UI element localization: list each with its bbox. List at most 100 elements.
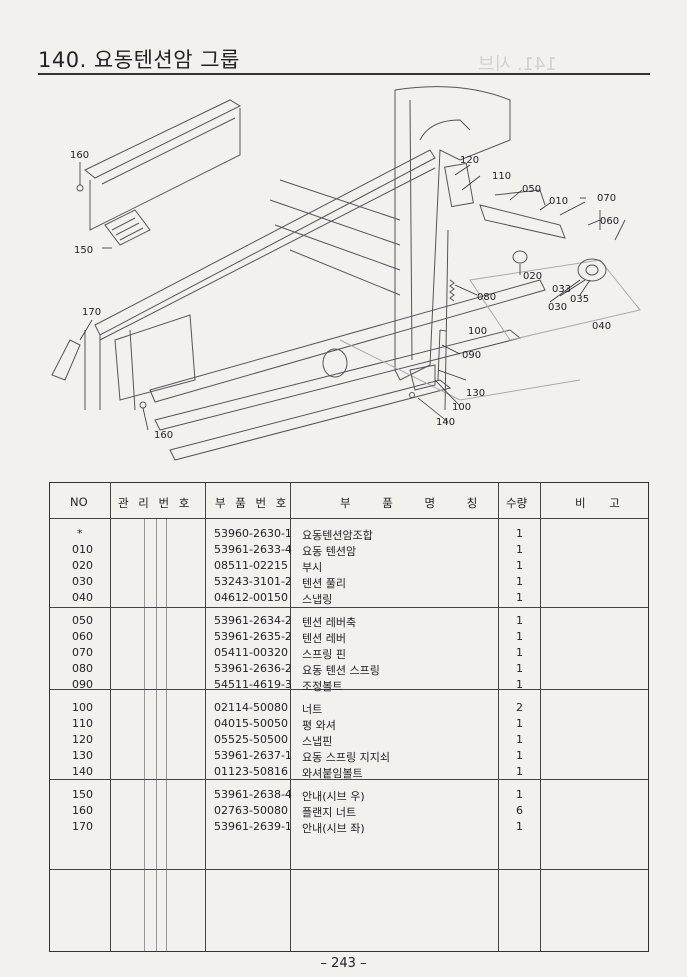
parts-table: NO 관 리 번 호 부 품 번 호 부 품 명 칭 수량 비 고 * 5396… <box>49 482 649 952</box>
bleed-through-text: 141. 시브 <box>478 54 557 75</box>
callout-060: 060 <box>600 216 619 227</box>
callout-100-bottom: 100 <box>452 402 471 413</box>
callout-070: 070 <box>597 193 616 204</box>
tension-spring <box>449 279 455 302</box>
row-name: 요동 스프링 지지쇠 <box>302 751 390 764</box>
page-number: – 243 – <box>320 956 367 971</box>
row-qty: 1 <box>516 614 523 627</box>
row-part: 53961-2638-4 <box>214 788 292 801</box>
callout-170: 170 <box>82 307 101 318</box>
row-name: 안내(시브 좌) <box>302 822 365 835</box>
row-part: 01123-50816 <box>214 765 288 778</box>
header-part-name: 부 품 명 칭 <box>340 496 492 510</box>
row-qty: 1 <box>516 820 523 833</box>
row-qty: 1 <box>516 733 523 746</box>
row-no: 150 <box>72 788 93 801</box>
exploded-parts-diagram: 160 150 170 160 120 110 050 010 070 060 … <box>51 86 641 461</box>
row-no: 170 <box>72 820 93 833</box>
callout-140: 140 <box>436 417 455 428</box>
callout-080: 080 <box>477 292 496 303</box>
row-qty: 6 <box>516 804 523 817</box>
guide-left <box>51 339 81 381</box>
tension-pulley <box>577 258 607 282</box>
callout-020: 020 <box>523 271 542 282</box>
header-no: NO <box>70 495 88 509</box>
row-no: 100 <box>72 701 93 714</box>
header-remark: 비 고 <box>575 496 630 510</box>
callout-160-bottom: 160 <box>154 430 173 441</box>
row-qty: 1 <box>516 788 523 801</box>
lower-rail <box>149 279 546 403</box>
row-part: 05525-50500 <box>214 733 288 746</box>
row-no: 030 <box>72 575 93 588</box>
row-no: 020 <box>72 559 93 572</box>
row-name: 플랜지 너트 <box>302 806 357 819</box>
row-part: 05411-00320 <box>214 646 288 659</box>
row-part: 53961-2634-2 <box>214 614 292 627</box>
row-name: 평 와셔 <box>302 719 336 732</box>
row-no: 130 <box>72 749 93 762</box>
row-name: 와셔붙임볼트 <box>302 767 363 780</box>
row-part: 04015-50050 <box>214 717 288 730</box>
row-name: 요동 텐션암 <box>302 545 357 558</box>
row-part: 02763-50080 <box>214 804 288 817</box>
row-name: 텐션 풀리 <box>302 577 346 590</box>
callout-090: 090 <box>462 350 481 361</box>
row-part: 53960-2630-1 <box>214 527 292 540</box>
row-no: 090 <box>72 678 93 691</box>
row-no: 070 <box>72 646 93 659</box>
row-qty: 1 <box>516 591 523 604</box>
row-name: 스냅링 <box>302 593 333 606</box>
row-qty: 1 <box>516 678 523 691</box>
row-part: 02114-50080 <box>214 701 288 714</box>
row-no: 110 <box>72 717 93 730</box>
row-qty: 1 <box>516 662 523 675</box>
row-part: 53961-2637-1 <box>214 749 292 762</box>
main-housing <box>394 86 511 381</box>
tension-arm <box>479 204 566 239</box>
callout-035: 035 <box>570 294 589 305</box>
row-part: 53961-2639-1 <box>214 820 292 833</box>
callout-050: 050 <box>522 184 541 195</box>
callout-130: 130 <box>466 388 485 399</box>
row-qty: 1 <box>516 527 523 540</box>
row-qty: 1 <box>516 646 523 659</box>
row-qty: 1 <box>516 630 523 643</box>
row-no: 040 <box>72 591 93 604</box>
row-part: 04612-00150 <box>214 591 288 604</box>
row-name: 요동 텐션 스프링 <box>302 664 380 677</box>
row-name: 부시 <box>302 561 323 574</box>
header-management-no: 관 리 번 호 <box>118 496 193 510</box>
row-name: 너트 <box>302 703 323 716</box>
row-part: 53961-2633-4 <box>214 543 292 556</box>
row-qty: 1 <box>516 543 523 556</box>
page-title: 140. 요동텐션암 그룹 <box>38 48 240 72</box>
row-part: 53961-2635-2 <box>214 630 292 643</box>
row-qty: 1 <box>516 765 523 778</box>
row-name: 안내(시브 우) <box>302 790 365 803</box>
title-underline <box>38 73 650 75</box>
callout-010: 010 <box>549 196 568 207</box>
row-name: 요동텐션암조합 <box>302 529 373 542</box>
callout-120: 120 <box>460 155 479 166</box>
callout-033: 033 <box>552 284 571 295</box>
row-no: 050 <box>72 614 93 627</box>
main-beam <box>94 149 436 336</box>
row-name: 스프링 핀 <box>302 648 346 661</box>
row-name: 스냅핀 <box>302 735 333 748</box>
row-qty: 1 <box>516 717 523 730</box>
row-no: 120 <box>72 733 93 746</box>
header-part-no: 부 품 번 호 <box>215 496 290 510</box>
callout-030: 030 <box>548 302 567 313</box>
row-no: 080 <box>72 662 93 675</box>
row-qty: 2 <box>516 701 523 714</box>
row-no: 060 <box>72 630 93 643</box>
row-no: * <box>77 527 83 540</box>
row-qty: 1 <box>516 575 523 588</box>
callout-150: 150 <box>74 245 93 256</box>
row-name: 조정볼트 <box>302 680 343 693</box>
header-qty: 수량 <box>506 496 528 510</box>
callout-110: 110 <box>492 171 511 182</box>
row-part: 53243-3101-2 <box>214 575 292 588</box>
row-part: 53961-2636-2 <box>214 662 292 675</box>
